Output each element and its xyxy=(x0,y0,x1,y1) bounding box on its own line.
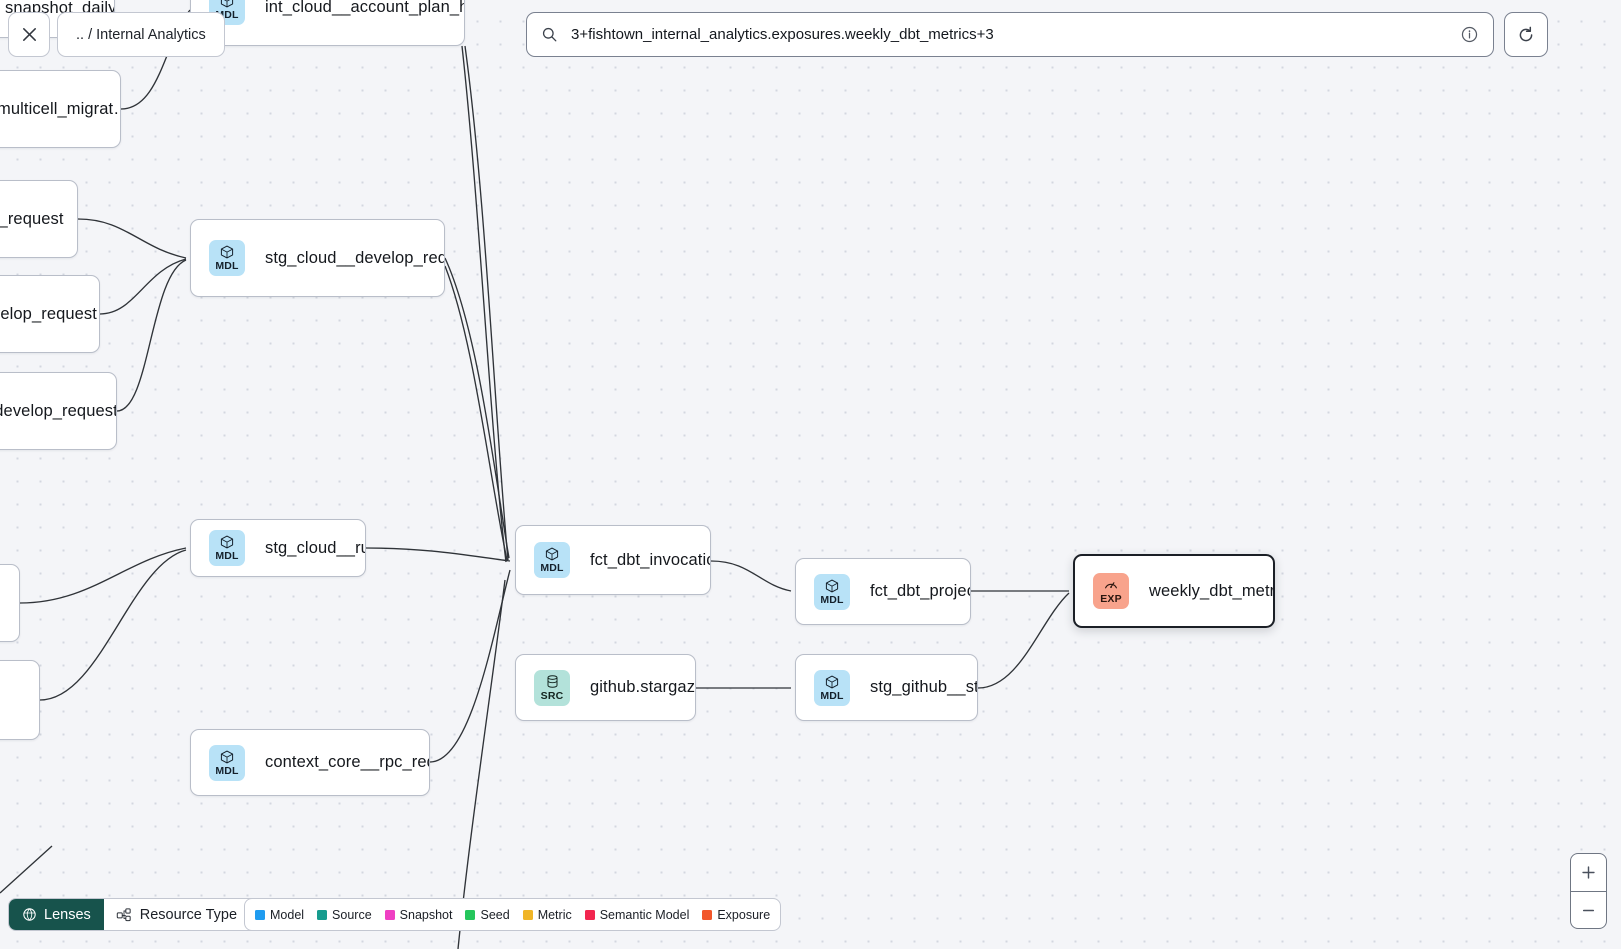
node-label: int_cloud__account_plan_history xyxy=(265,0,464,16)
badge-code: MDL xyxy=(215,550,239,563)
badge-code: EXP xyxy=(1100,593,1122,606)
legend-item[interactable]: Source xyxy=(317,908,372,922)
lineage-search-bar[interactable] xyxy=(526,12,1494,57)
legend-label: Exposure xyxy=(717,907,771,922)
legend-swatch xyxy=(465,909,476,920)
graph-node[interactable]: MDL context_core__rpc_request xyxy=(190,729,430,796)
info-circle-icon[interactable] xyxy=(1460,25,1479,44)
search-input[interactable] xyxy=(569,25,1460,44)
node-label: _develop_request xyxy=(0,401,117,420)
legend-item[interactable]: Metric xyxy=(522,907,572,922)
exposure-badge: EXP xyxy=(1093,573,1129,609)
badge-code: MDL xyxy=(820,689,844,702)
nodes-icon xyxy=(116,907,131,921)
node-label: velop_request xyxy=(0,304,97,323)
node-label: fct_dbt_projects xyxy=(870,582,970,600)
model-icon xyxy=(824,578,840,594)
legend-item[interactable]: Snapshot xyxy=(384,907,453,922)
legend-swatch xyxy=(522,909,533,920)
graph-node[interactable]: SRC github.stargazers xyxy=(515,654,696,721)
legend-item[interactable]: Semantic Model xyxy=(584,907,690,922)
zoom-out-button[interactable] xyxy=(1571,891,1606,928)
minus-icon xyxy=(1582,909,1595,911)
model-badge: MDL xyxy=(814,573,850,610)
lens-aperture-icon xyxy=(23,908,36,921)
node-label: github.stargazers xyxy=(590,678,696,696)
graph-node[interactable]: MDL_run xyxy=(0,660,40,740)
close-icon xyxy=(22,28,36,41)
legend-label: Snapshot xyxy=(399,907,453,922)
badge-code: MDL xyxy=(820,593,844,606)
zoom-in-button[interactable] xyxy=(1571,854,1606,891)
node-label: stg_cloud__develop_requests xyxy=(265,248,444,267)
graph-node[interactable]: MDL_develop_request xyxy=(0,372,117,450)
plus-icon xyxy=(1582,866,1595,879)
node-label: stg_cloud__runs xyxy=(265,538,365,557)
legend-item[interactable]: Seed xyxy=(465,907,510,922)
graph-node[interactable]: MDL fct_dbt_projects xyxy=(795,558,971,625)
breadcrumb[interactable]: .. / Internal Analytics xyxy=(57,12,225,57)
source-badge: SRC xyxy=(534,669,570,706)
model-icon xyxy=(824,674,840,690)
zoom-controls xyxy=(1570,853,1607,929)
legend-swatch xyxy=(384,909,395,920)
badge-code: MDL xyxy=(215,764,239,777)
graph-node[interactable]: MDL stg_cloud__develop_requests xyxy=(190,219,445,297)
graph-node[interactable]: MDLn xyxy=(0,564,20,642)
graph-node[interactable]: MDL stg_cloud__runs xyxy=(190,519,366,577)
graph-node[interactable]: MDL fct_dbt_invocations xyxy=(515,525,711,595)
graph-node[interactable]: MDLop_request xyxy=(0,180,78,258)
lenses-toolbar: Lenses Resource Type xyxy=(8,898,272,931)
search-icon xyxy=(542,27,557,42)
model-badge: MDL xyxy=(209,240,245,276)
graph-node[interactable]: EXP weekly_dbt_metrics xyxy=(1073,554,1275,628)
node-label: op_request xyxy=(0,209,64,228)
lenses-button[interactable]: Lenses xyxy=(9,899,104,930)
model-icon xyxy=(219,0,235,9)
legend-swatch xyxy=(255,909,265,920)
node-label: multicell_migrat… xyxy=(0,99,121,118)
lenses-label: Lenses xyxy=(44,906,91,923)
model-badge: MDL xyxy=(209,744,245,781)
resource-type-label: Resource Type xyxy=(139,906,238,923)
node-label: weekly_dbt_metrics xyxy=(1149,581,1275,600)
close-button[interactable] xyxy=(8,12,50,57)
badge-code: MDL xyxy=(540,562,564,575)
model-badge: MDL xyxy=(814,669,850,706)
legend-label: Source xyxy=(332,907,372,922)
exposure-icon xyxy=(1103,577,1119,593)
badge-code: MDL xyxy=(215,260,239,273)
model-badge: MDL xyxy=(209,530,245,566)
graph-node[interactable]: MDLvelop_request xyxy=(0,275,100,353)
legend-swatch xyxy=(702,909,713,920)
node-label: stg_github__stars xyxy=(870,678,978,696)
resource-type-legend: Model Source Snapshot Seed Metric Semantic Mo… xyxy=(244,898,782,931)
node-label: context_core__rpc_request xyxy=(265,753,429,771)
source-icon xyxy=(545,674,560,690)
model-icon xyxy=(219,244,235,260)
legend-item[interactable]: Model xyxy=(255,908,304,922)
graph-node[interactable]: MDL int_cloud__account_plan_history xyxy=(190,0,465,46)
legend-label: Metric xyxy=(537,907,572,922)
legend-item[interactable]: Exposure xyxy=(702,908,770,922)
legend-swatch xyxy=(584,909,595,920)
refresh-icon xyxy=(1519,26,1533,41)
breadcrumb-label: .. / Internal Analytics xyxy=(76,26,206,43)
graph-node[interactable]: MDLmulticell_migrat… xyxy=(0,70,121,148)
model-icon xyxy=(219,749,235,765)
graph-node[interactable]: MDL stg_github__stars xyxy=(795,654,978,721)
node-label: fct_dbt_invocations xyxy=(590,550,710,569)
model-icon xyxy=(544,546,560,562)
refresh-button[interactable] xyxy=(1504,12,1548,57)
legend-label: Model xyxy=(270,907,305,922)
resource-type-dropdown[interactable]: Resource Type xyxy=(103,899,271,930)
model-icon xyxy=(219,534,235,550)
legend-label: Seed xyxy=(480,907,510,922)
model-badge: MDL xyxy=(534,542,570,578)
badge-code: SRC xyxy=(540,689,564,702)
legend-label: Semantic Model xyxy=(599,907,690,922)
badge-code: MDL xyxy=(215,9,239,22)
legend-swatch xyxy=(317,909,328,920)
